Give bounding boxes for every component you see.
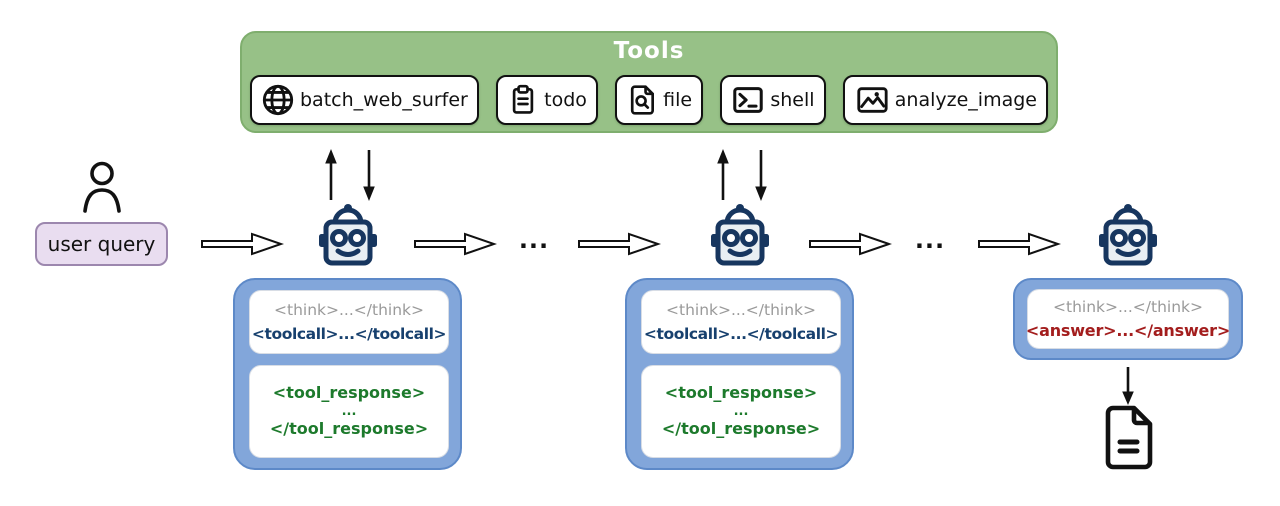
- image-icon: [854, 83, 890, 117]
- final-output-down-arrow: [1121, 366, 1135, 406]
- tool-response-open-tag: <tool_response>: [664, 382, 818, 402]
- agent-turn-box-1: <think>...</think> <toolcall>...</toolca…: [233, 278, 462, 470]
- tool-response-down-arrow-2: [754, 148, 768, 202]
- tool-chip-label: shell: [770, 89, 815, 111]
- final-answer-turn-box: <think>...</think> <answer>...</answer>: [1013, 278, 1243, 360]
- final-answer-message-box: <think>...</think> <answer>...</answer>: [1025, 289, 1231, 349]
- user-query-label: user query: [47, 232, 156, 256]
- user-icon: [78, 160, 126, 214]
- assistant-message-box-2: <think>...</think> <toolcall>...</toolca…: [641, 290, 841, 354]
- tool-chip-batch-web-surfer: batch_web_surfer: [250, 75, 479, 125]
- agent-robot-icon-2: [704, 202, 776, 268]
- think-tag-text: <think>...</think>: [666, 300, 816, 319]
- tool-chip-shell: shell: [720, 75, 826, 125]
- tool-chip-label: batch_web_surfer: [300, 89, 468, 111]
- agent-robot-icon-3: [1092, 202, 1164, 268]
- tool-response-close-tag: </tool_response>: [269, 419, 429, 439]
- tool-chip-label: analyze_image: [894, 89, 1037, 111]
- terminal-icon: [731, 83, 765, 117]
- agent-robot-icon-1: [312, 202, 384, 268]
- ellipsis-2: ...: [914, 226, 946, 254]
- tool-response-box-1: <tool_response> ... </tool_response>: [249, 365, 449, 458]
- toolcall-tag-text: <toolcall>...</toolcall>: [251, 325, 447, 343]
- globe-icon: [261, 83, 295, 117]
- tool-response-down-arrow-1: [362, 148, 376, 202]
- tool-call-up-arrow-1: [324, 148, 338, 202]
- tools-panel: Tools batch_web_surfer: [240, 31, 1058, 133]
- user-query-box: user query: [35, 222, 168, 266]
- file-search-icon: [626, 83, 658, 117]
- tool-chip-label: todo: [544, 89, 587, 111]
- ellipsis-1: ...: [518, 226, 550, 254]
- toolcall-tag-text: <toolcall>...</toolcall>: [643, 325, 839, 343]
- assistant-message-box-1: <think>...</think> <toolcall>...</toolca…: [249, 290, 449, 354]
- tool-response-open-tag: <tool_response>: [272, 382, 426, 402]
- think-tag-text: <think>...</think>: [1053, 297, 1203, 316]
- tool-response-ellipsis: ...: [341, 403, 357, 419]
- tool-chip-file: file: [615, 75, 704, 125]
- tools-chip-row: batch_web_surfer todo: [250, 73, 1048, 127]
- agent-turn-box-2: <think>...</think> <toolcall>...</toolca…: [625, 278, 854, 470]
- flow-arrow-4: [808, 231, 892, 257]
- flow-arrow-2: [413, 231, 497, 257]
- tools-panel-title: Tools: [613, 38, 685, 64]
- flow-arrow-3: [577, 231, 661, 257]
- tool-call-up-arrow-2: [716, 148, 730, 202]
- flow-arrow-5: [977, 231, 1061, 257]
- tool-chip-analyze-image: analyze_image: [842, 75, 1048, 125]
- clipboard-icon: [507, 83, 539, 117]
- tool-chip-label: file: [663, 89, 693, 111]
- think-tag-text: <think>...</think>: [274, 300, 424, 319]
- tool-response-box-2: <tool_response> ... </tool_response>: [641, 365, 841, 458]
- tool-response-ellipsis: ...: [733, 403, 749, 419]
- result-document-icon: [1100, 404, 1156, 470]
- tool-chip-todo: todo: [496, 75, 598, 125]
- tool-response-close-tag: </tool_response>: [661, 419, 821, 439]
- answer-tag-text: <answer>...</answer>: [1025, 320, 1231, 340]
- flow-arrow-1: [200, 231, 284, 257]
